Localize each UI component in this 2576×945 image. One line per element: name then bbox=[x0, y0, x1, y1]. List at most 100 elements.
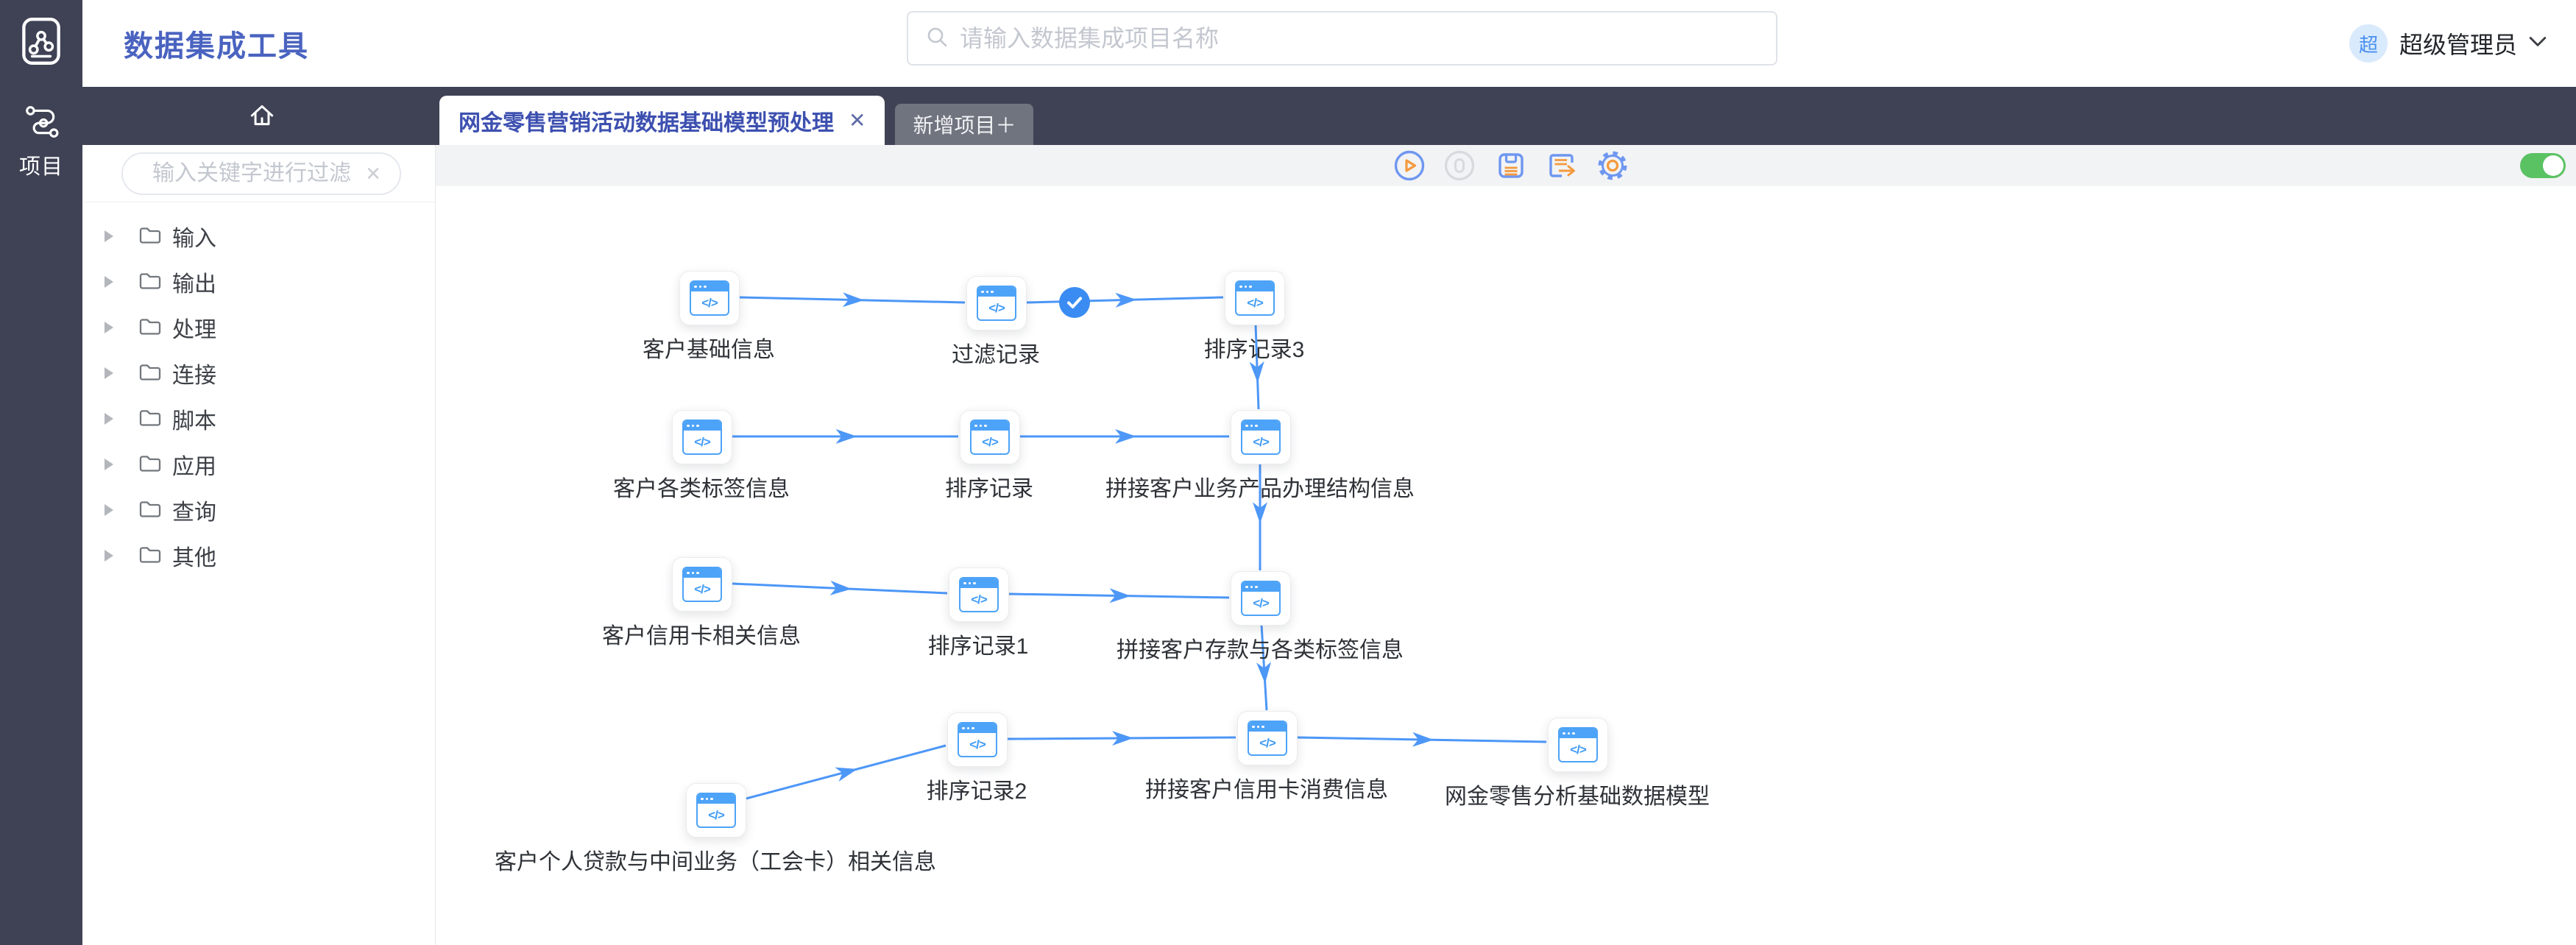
flow-node-label: 网金零售分析基础数据模型 bbox=[1445, 785, 1710, 809]
save-icon bbox=[1495, 153, 1527, 184]
caret-right-icon[interactable] bbox=[105, 322, 113, 333]
sidebar-tree-item-5[interactable]: 应用 bbox=[82, 442, 435, 487]
folder-icon bbox=[113, 361, 162, 386]
caret-right-icon[interactable] bbox=[105, 276, 113, 288]
folder-icon bbox=[113, 224, 162, 249]
sidebar-tree-item-6[interactable]: 查询 bbox=[82, 487, 435, 533]
home-button[interactable] bbox=[247, 102, 277, 131]
folder-icon bbox=[113, 270, 162, 294]
tabs: 网金零售营销活动数据基础模型预处理 ✕ 新增项目＋ bbox=[439, 96, 1034, 145]
caret-right-icon[interactable] bbox=[105, 413, 113, 425]
canvas-toggle[interactable] bbox=[2520, 153, 2566, 178]
clear-filter-icon[interactable]: × bbox=[366, 160, 381, 188]
caret-right-icon[interactable] bbox=[105, 459, 113, 470]
projects-flow-icon bbox=[24, 103, 59, 142]
flow-node-label: 过滤记录 bbox=[952, 343, 1040, 367]
flow-edge-6 bbox=[732, 580, 948, 595]
save-button[interactable] bbox=[1495, 149, 1527, 182]
code-window-icon: </> bbox=[1235, 280, 1275, 316]
code-window-icon: </> bbox=[1241, 420, 1281, 455]
code-window-icon: </> bbox=[958, 722, 997, 757]
folder-icon bbox=[113, 544, 162, 568]
folder-icon bbox=[113, 453, 162, 477]
settings-gear-icon bbox=[1596, 151, 1629, 184]
stop-icon bbox=[1443, 150, 1476, 184]
sidebar-tree-item-2[interactable]: 处理 bbox=[82, 305, 435, 350]
code-window-icon: </> bbox=[690, 280, 729, 316]
flow-edge-7 bbox=[1008, 588, 1230, 604]
tab-new-project[interactable]: 新增项目＋ bbox=[895, 104, 1034, 145]
tree-item-label: 输入 bbox=[172, 227, 216, 251]
flow-node-label: 拼接客户业务产品办理结构信息 bbox=[1105, 477, 1415, 501]
flow-edge-9 bbox=[746, 744, 946, 800]
flow-node-n4[interactable]: </> bbox=[672, 410, 732, 464]
flow-node-n10[interactable]: </> bbox=[947, 712, 1008, 767]
flow-node-n1[interactable]: </> bbox=[679, 271, 740, 325]
code-window-icon: </> bbox=[977, 286, 1016, 321]
flow-edge-11 bbox=[1297, 732, 1547, 747]
flow-node-n2[interactable]: </> bbox=[966, 276, 1027, 330]
user-name: 超级管理员 bbox=[2399, 32, 2517, 58]
code-window-icon: </> bbox=[1558, 727, 1598, 762]
tree-item-label: 查询 bbox=[172, 500, 216, 525]
flow-node-n7[interactable]: </> bbox=[672, 557, 732, 612]
code-window-icon: </> bbox=[959, 577, 999, 612]
code-window-icon: </> bbox=[682, 567, 722, 602]
folder-icon bbox=[113, 316, 162, 340]
stop-button[interactable] bbox=[1443, 149, 1476, 182]
flow-node-label: 拼接客户存款与各类标签信息 bbox=[1117, 638, 1404, 662]
project-search-input[interactable] bbox=[958, 24, 1758, 53]
code-window-icon: </> bbox=[682, 420, 722, 455]
flow-edge-0 bbox=[739, 292, 966, 308]
flow-node-n13[interactable]: </> bbox=[686, 783, 746, 838]
flow-node-label: 排序记录1 bbox=[927, 634, 1029, 659]
code-window-icon: </> bbox=[696, 793, 736, 828]
sidebar-tree-item-1[interactable]: 输出 bbox=[82, 259, 435, 305]
tree-item-label: 输出 bbox=[172, 272, 216, 297]
flow-node-label: 客户基础信息 bbox=[643, 338, 775, 362]
header: 数据集成工具 超 超级管理员 bbox=[82, 0, 2576, 87]
caret-right-icon[interactable] bbox=[105, 230, 113, 242]
user-menu[interactable]: 超 超级管理员 bbox=[2349, 0, 2547, 87]
tab-bar: 网金零售营销活动数据基础模型预处理 ✕ 新增项目＋ bbox=[82, 87, 2576, 145]
folder-icon bbox=[113, 498, 162, 523]
flow-node-n3[interactable]: </> bbox=[1225, 271, 1285, 325]
tab-new-label: 新增项目＋ bbox=[913, 114, 1016, 137]
flow-node-label: 客户个人贷款与中间业务（工会卡）相关信息 bbox=[495, 850, 936, 874]
sidebar-tree-item-7[interactable]: 其他 bbox=[82, 533, 435, 578]
flow-node-n8[interactable]: </> bbox=[949, 567, 1009, 622]
tree-item-label: 脚本 bbox=[172, 409, 216, 433]
folder-icon bbox=[113, 407, 162, 431]
flow-node-n11[interactable]: </> bbox=[1237, 711, 1298, 765]
sidebar-tree-item-4[interactable]: 脚本 bbox=[82, 396, 435, 442]
export-icon bbox=[1546, 154, 1578, 184]
settings-button[interactable] bbox=[1596, 149, 1629, 182]
run-button[interactable] bbox=[1393, 149, 1426, 182]
tab-close-icon[interactable]: ✕ bbox=[849, 108, 866, 132]
flow-node-n6[interactable]: </> bbox=[1231, 410, 1291, 464]
tree-filter-input[interactable] bbox=[151, 160, 367, 187]
tab-active-project[interactable]: 网金零售营销活动数据基础模型预处理 ✕ bbox=[439, 96, 885, 145]
chevron-down-icon bbox=[2529, 36, 2547, 52]
project-search[interactable] bbox=[907, 11, 1777, 66]
code-window-icon: </> bbox=[1241, 581, 1281, 616]
flow-node-label: 拼接客户信用卡消费信息 bbox=[1145, 778, 1388, 802]
export-button[interactable] bbox=[1546, 149, 1578, 182]
check-success-icon bbox=[1059, 287, 1090, 318]
tree-filter[interactable]: × bbox=[121, 152, 401, 195]
flow-node-n5[interactable]: </> bbox=[960, 410, 1020, 464]
caret-right-icon[interactable] bbox=[105, 367, 113, 379]
canvas-toolbar bbox=[436, 145, 2576, 186]
flow-node-label: 排序记录2 bbox=[926, 779, 1027, 804]
flow-node-n9[interactable]: </> bbox=[1231, 571, 1291, 626]
flow-node-label: 排序记录 bbox=[945, 477, 1033, 501]
rail-item-projects[interactable]: 项目 bbox=[0, 103, 82, 180]
caret-right-icon[interactable] bbox=[105, 550, 113, 562]
sidebar-tree-item-0[interactable]: 输入 bbox=[82, 213, 435, 259]
code-window-icon: </> bbox=[970, 420, 1010, 455]
flow-node-n12[interactable]: </> bbox=[1548, 718, 1608, 772]
sidebar-tree-item-3[interactable]: 连接 bbox=[82, 350, 435, 396]
tree-item-label: 处理 bbox=[172, 318, 216, 342]
caret-right-icon[interactable] bbox=[105, 504, 113, 516]
